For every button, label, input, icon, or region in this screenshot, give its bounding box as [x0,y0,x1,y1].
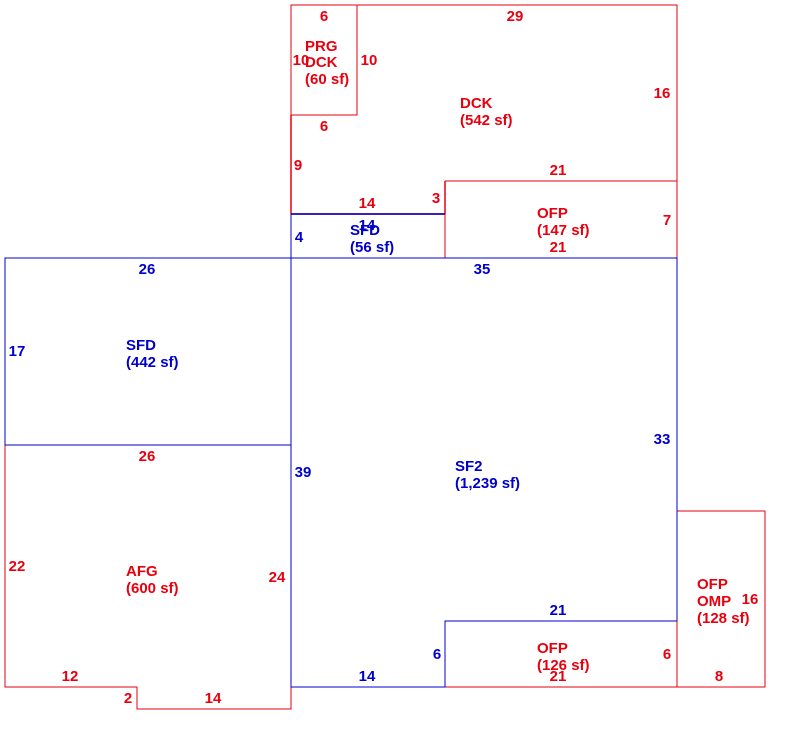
prg-dck-label-3: (60 sf) [305,71,349,88]
dim-prg-bottom: 6 [320,118,328,135]
dim-omp-bottom: 8 [715,668,723,685]
ofp-bottom-label-2: (126 sf) [537,657,590,674]
sfd-small-label-1: SFD [350,222,380,239]
prg-dck-label-1: PRG [305,38,338,55]
dim-afg-left: 22 [9,558,26,575]
dim-afg-right: 24 [269,569,286,586]
dim-afg-step: 2 [124,690,132,707]
ofp-top-label-2: (147 sf) [537,222,590,239]
dim-dck-right: 16 [654,85,671,102]
sf2-outline [290,257,678,688]
ofp-omp-label-1: OFP [697,576,728,593]
afg-label-1: AFG [126,563,158,580]
dim-ofp-bottom-bottom: 21 [550,668,567,685]
dim-sfd-left-bottom: 26 [139,448,156,465]
dim-sf2-left: 39 [295,464,312,481]
dim-dck-top: 29 [507,8,524,25]
sfd-small-label-2: (56 sf) [350,239,394,256]
ofp-bottom-label-1: OFP [537,640,568,657]
dim-afg-bottom-left: 12 [62,668,79,685]
sfd-left-label-2: (442 sf) [126,354,179,371]
dim-ofp-top-top: 21 [550,162,567,179]
dim-omp-right: 16 [742,591,759,608]
dim-sfd-small-top: 14 [359,217,376,234]
dim-sf2-top: 35 [474,261,491,278]
sfd-left-outline [4,257,291,446]
dim-prg-left: 10 [293,52,310,69]
dim-ofp-top-bottom: 21 [550,239,567,256]
dck-label-1: DCK [460,95,493,112]
dim-prg-top: 6 [320,8,328,25]
dim-sf2-bottom: 14 [359,668,376,685]
ofp-top-label-1: OFP [537,205,568,222]
dim-prg-right: 10 [361,52,378,69]
dck-outline [357,4,678,181]
dim-ofp-top-right: 7 [663,212,671,229]
sf2-label-2: (1,239 sf) [455,475,520,492]
dim-ofp-bottom-left: 6 [433,646,441,663]
dim-dck-step: 3 [432,190,440,207]
afg-label-2: (600 sf) [126,580,179,597]
dim-sfd-left-left: 17 [9,343,26,360]
dim-sfd-small-left: 4 [295,229,304,246]
dim-ofp-bottom-top: 21 [550,602,567,619]
dim-sf2-right: 33 [654,431,671,448]
dim-sfd-left-top: 26 [139,261,156,278]
dim-dck-bottom-left: 14 [359,195,376,212]
prg-dck-label-2: DCK [305,54,338,71]
ofp-omp-label-2: OMP [697,593,731,610]
dim-ofp-bottom-right: 6 [663,646,671,663]
afg-outline [4,445,292,710]
dimension-labels: 6 10 10 6 29 16 9 14 3 21 7 21 14 4 26 1… [9,8,759,707]
area-labels: PRG DCK (60 sf) DCK (542 sf) OFP (147 sf… [126,38,750,674]
sf2-label-1: SF2 [455,458,483,475]
blue-outlines [4,213,678,688]
dim-dck-left: 9 [294,157,302,174]
ofp-omp-label-3: (128 sf) [697,610,750,627]
dck-label-2: (542 sf) [460,112,513,129]
sfd-left-label-1: SFD [126,337,156,354]
dim-afg-bottom-right: 14 [205,690,222,707]
red-outlines [4,4,766,710]
